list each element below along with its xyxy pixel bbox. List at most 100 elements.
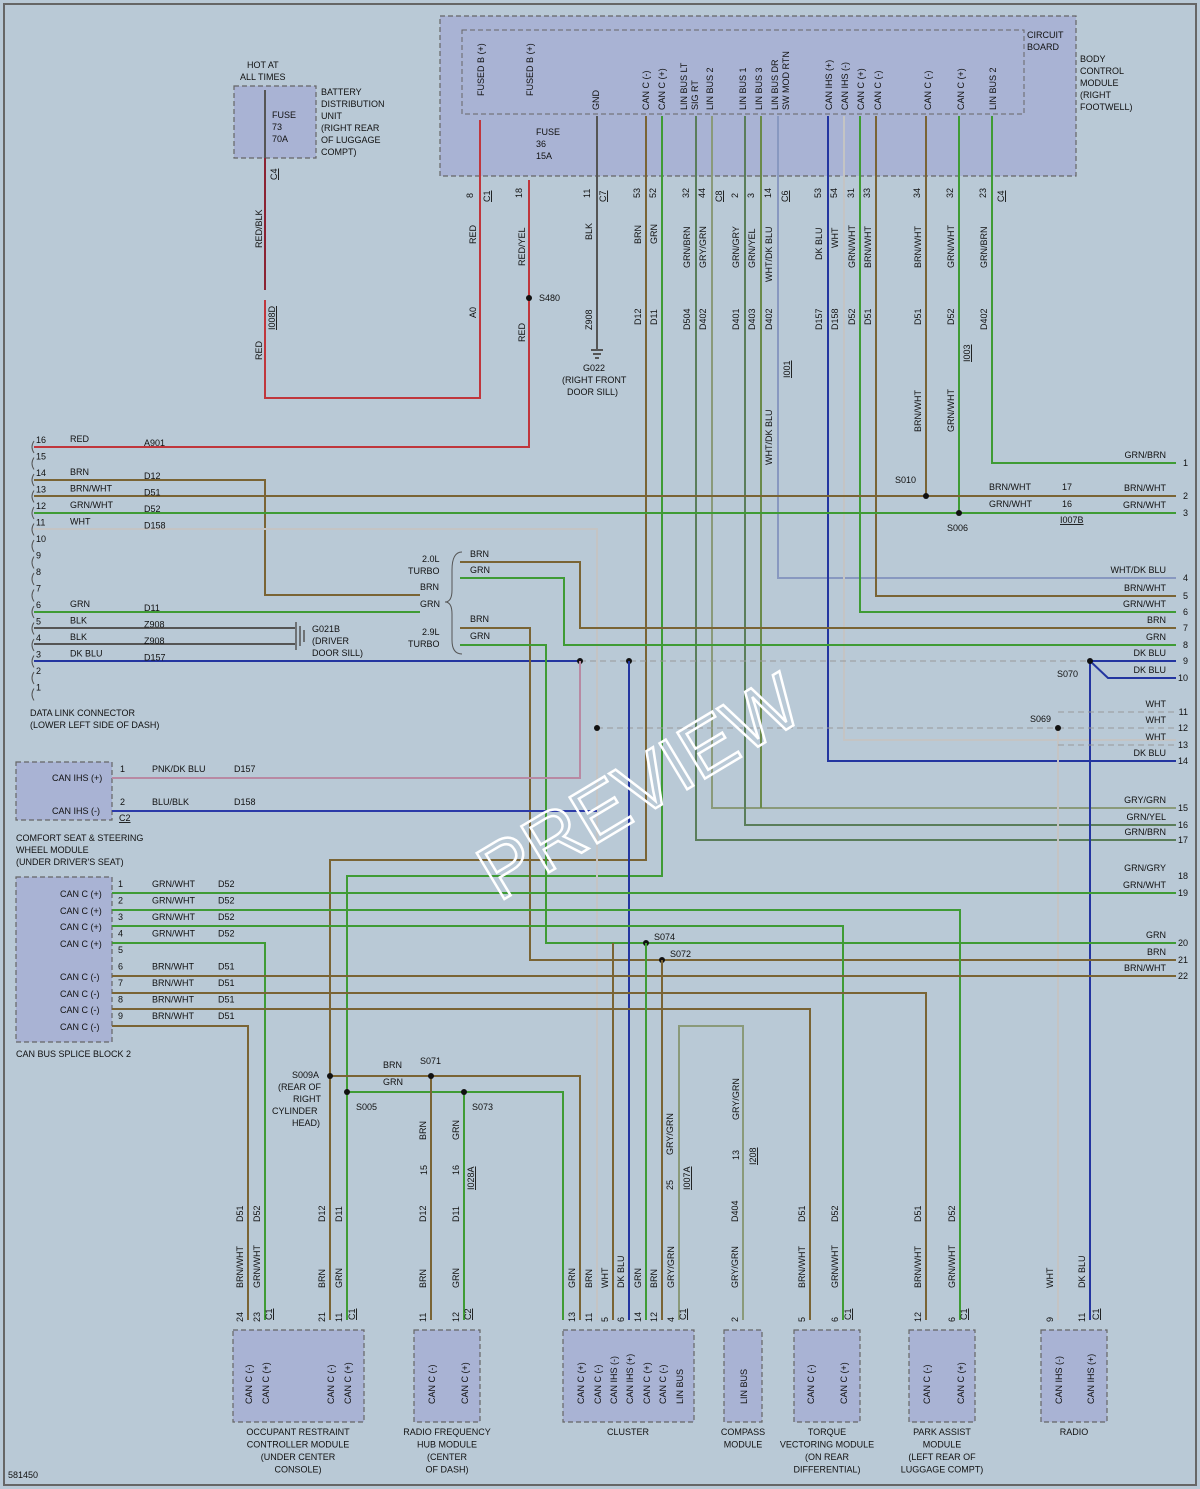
wire-label: WHT/DK BLU [764,226,774,282]
bcm-pin-label: CAN C (+) [657,68,667,110]
battery-distribution-unit[interactable]: HOT AT ALL TIMES FUSE 73 70A BATTERY DIS… [233,60,385,180]
dlc-pin-number: 2 [36,666,41,676]
dlc-pin-bracket [31,688,35,701]
splice-label-s071: S071 [420,1056,441,1066]
right-ref-number: 2 [1183,491,1188,501]
right-ref-label: GRY/GRN [1124,795,1166,805]
circuit-label: D504 [682,308,692,330]
dlc-name: DATA LINK CONNECTOR [30,708,136,718]
right-ref-number: 1 [1183,458,1188,468]
splice-label-s073: S073 [472,1102,493,1112]
drop-pin-number: 12 [913,1312,923,1322]
dlc-pin-number: 1 [36,683,41,693]
module-box [232,1329,365,1423]
wire-label: GRY/GRN [731,1078,741,1120]
bottom-modules[interactable]: CAN C (-)CAN C (+)CAN C (-)CAN C (+)OCCU… [232,1308,1108,1475]
splice-label-s009a: S009A [292,1070,319,1080]
bdu-name: BATTERY [321,87,362,97]
frame-border [3,3,1197,1486]
drop-circuit: D52 [830,1205,840,1222]
dlc-pin-bracket [31,589,35,602]
bottom-module[interactable]: CAN C (-)CAN C (+)PARK ASSISTMODULE(LEFT… [901,1308,984,1474]
bcm-pin-label: SW MOD RTN [781,51,791,110]
module-pin-label: CAN IHS (+) [1086,1354,1096,1404]
engine-option-wires [444,551,1176,961]
wire-label: BRN [418,1121,428,1140]
splice-block-pin-num: 6 [118,962,123,972]
s009a-desc: HEAD) [292,1118,320,1128]
right-ref-number: 15 [1178,803,1188,813]
splice-block-pin-num: 7 [118,978,123,988]
drop-circuit: D51 [797,1205,807,1222]
drop-circuit: D404 [730,1200,740,1222]
dlc-wire-color: RED [70,434,90,444]
drop-circuit: D12 [317,1205,327,1222]
dlc-wire-color: GRN/WHT [70,500,113,510]
module-box [908,1329,976,1423]
module-pin-label: CAN IHS (+) [625,1354,635,1404]
drop-pin-number: 6 [947,1317,957,1322]
right-ref-label: BRN/WHT [1124,483,1166,493]
ground-g022-label: G022 [583,363,605,373]
dlc-name: (LOWER LEFT SIDE OF DASH) [30,720,159,730]
right-ref-number: 9 [1183,656,1188,666]
splice-block-pin-num: 8 [118,995,123,1005]
splice-block-pin-label: CAN C (+) [60,889,102,899]
bcm-pin-label: CAN IHS (+) [824,60,834,110]
dlc-wire-color: BLK [70,632,87,642]
right-ref-label: WHT [1146,715,1167,725]
drop-pin-number: 14 [633,1312,643,1322]
right-ref-label: GRN/BRN [1124,450,1166,460]
module-name: (CENTER [427,1452,467,1462]
bcm-pin-label: LIN BUS DR [770,59,780,110]
bdu-fuse-label: FUSE [272,110,296,120]
splice-label-s005: S005 [356,1102,377,1112]
wire-label: BRN [420,582,439,592]
comfort-name: COMFORT SEAT & STEERING [16,833,143,843]
module-name: RADIO [1060,1427,1089,1437]
drop-wire-color: BRN [418,1269,428,1288]
comfort-seat-steering-module[interactable]: CAN IHS (+) CAN IHS (-) COMFORT SEAT & S… [15,761,143,867]
body-control-module[interactable]: CIRCUIT BOARD BODY CONTROL MODULE (RIGHT… [439,15,1133,202]
circuit-label: D402 [764,308,774,330]
circuit-label: D51 [218,995,235,1005]
bottom-module[interactable]: CAN C (-)CAN C (+)CAN C (-)CAN C (+)OCCU… [232,1308,365,1475]
bottom-module[interactable]: CAN C (+)CAN C (-)CAN IHS (-)CAN IHS (+)… [562,1308,695,1437]
module-pin-label: CAN C (-) [244,1365,254,1405]
right-ref-number: 16 [1178,820,1188,830]
bdu-conn-id: C4 [269,168,279,180]
right-ref-label: DK BLU [1133,665,1166,675]
wire-label: GRN [420,599,440,609]
module-pin-label: CAN C (-) [806,1365,816,1405]
drop-pin-number: 13 [567,1312,577,1322]
bcm-name-1: BODY [1080,54,1106,64]
turbo-2-0-label: TURBO [408,566,440,576]
bcm-conn-pin: 53 [813,188,823,198]
wire-label: BRN/WHT [913,226,923,268]
dlc-circuit: D11 [144,603,160,613]
bcm-conn-id: C8 [714,190,724,202]
circuit-label: D51 [863,308,873,325]
circuit-label: D157 [234,764,256,774]
circuit-label: D402 [698,308,708,330]
dlc-pin-bracket [31,572,35,586]
comfort-name: (UNDER DRIVER'S SEAT) [16,857,124,867]
module-name: OCCUPANT RESTRAINT [246,1427,350,1437]
bdu-name: UNIT [321,111,342,121]
drop-wire-color: DK BLU [616,1255,626,1288]
drop-pin-number: 4 [666,1317,676,1322]
module-box [723,1329,763,1423]
drop-wire-color: BRN [317,1269,327,1288]
can-bus-splice-block-2[interactable]: CAN BUS SPLICE BLOCK 2 [15,876,131,1059]
drop-wire-color: GRN/WHT [830,1245,840,1288]
dlc-pin-bracket [31,440,35,454]
wire-label: BRN/WHT [152,962,194,972]
dlc-pin-number: 5 [36,617,41,627]
drop-pin-number: 11 [418,1313,428,1322]
circuit-label: D51 [913,308,923,325]
